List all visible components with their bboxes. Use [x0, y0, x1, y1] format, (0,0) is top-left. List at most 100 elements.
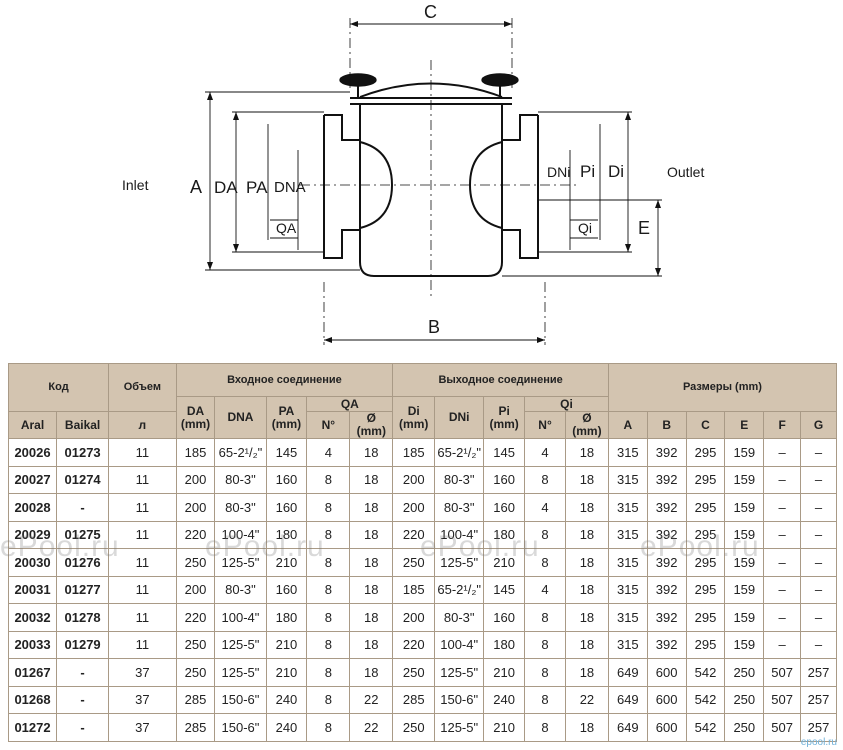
table-cell: 11	[108, 520, 177, 549]
table-cell: 285	[392, 685, 436, 714]
table-cell: 8	[524, 685, 566, 714]
table-cell: 8	[524, 630, 566, 659]
table-cell: 01276	[56, 548, 110, 577]
table-cell: 125-5"	[434, 713, 485, 742]
table-cell: 200	[392, 465, 436, 494]
table-cell: 80-3"	[434, 603, 485, 632]
table-cell: 315	[607, 493, 648, 522]
table-cell: 315	[607, 548, 648, 577]
table-cell: –	[763, 438, 801, 467]
label-pi: Pi	[580, 162, 595, 181]
table-cell: –	[800, 603, 837, 632]
table-cell: 250	[392, 658, 436, 687]
header-di: Di (mm)	[392, 396, 436, 439]
table-cell: 159	[724, 603, 765, 632]
label-a: A	[190, 177, 202, 197]
table-cell: 18	[349, 658, 394, 687]
table-cell: 185	[392, 438, 436, 467]
label-di: Di	[608, 162, 624, 181]
table-cell: 80-3"	[434, 493, 485, 522]
table-cell: 600	[646, 685, 687, 714]
table-cell: 01267	[7, 658, 58, 687]
header-qa-d: Ø (mm)	[349, 411, 394, 439]
table-cell: 18	[564, 493, 609, 522]
table-cell: 37	[108, 713, 177, 742]
table-cell: 180	[265, 520, 308, 549]
table-cell: 18	[564, 603, 609, 632]
table-cell: 315	[607, 603, 648, 632]
table-cell: 159	[724, 465, 765, 494]
table-cell: 210	[265, 630, 308, 659]
table-cell: 295	[685, 465, 726, 494]
table-cell: 180	[265, 603, 308, 632]
table-cell: 240	[265, 685, 308, 714]
label-qa: QA	[276, 220, 297, 236]
table-cell: 392	[646, 493, 687, 522]
table-cell: 240	[265, 713, 308, 742]
table-cell: 257	[800, 713, 837, 742]
table-cell: 507	[763, 713, 801, 742]
table-cell: 8	[306, 548, 351, 577]
table-cell: 65-2¹/₂"	[214, 438, 267, 467]
table-cell: –	[800, 575, 837, 604]
table-cell: 11	[108, 493, 177, 522]
table-cell: 18	[564, 548, 609, 577]
table-cell: 8	[306, 685, 351, 714]
table-cell: 159	[724, 438, 765, 467]
table-cell: 18	[564, 630, 609, 659]
table-cell: 22	[349, 713, 394, 742]
table-cell: 250	[175, 658, 216, 687]
table-cell: 160	[265, 465, 308, 494]
table-cell: 295	[685, 575, 726, 604]
table-cell: 285	[175, 713, 216, 742]
table-cell: 210	[265, 548, 308, 577]
table-cell: 250	[724, 658, 765, 687]
table-cell: 125-5"	[434, 548, 485, 577]
filter-technical-drawing: C B A DA PA DNA QA DNi Pi Di Qi E Inlet …	[122, 2, 704, 345]
table-cell: 22	[349, 685, 394, 714]
table-cell: 01277	[56, 575, 110, 604]
header-f: F	[763, 411, 801, 439]
table-cell: 20032	[7, 603, 58, 632]
table-cell: 18	[349, 493, 394, 522]
header-baikal: Baikal	[56, 411, 110, 439]
table-cell: 250	[724, 713, 765, 742]
table-cell: -	[56, 658, 110, 687]
table-cell: 145	[483, 575, 526, 604]
table-cell: 20029	[7, 520, 58, 549]
table-cell: 65-2¹/₂"	[434, 438, 485, 467]
table-cell: 220	[175, 603, 216, 632]
table-cell: 100-4"	[434, 520, 485, 549]
table-cell: 01274	[56, 465, 110, 494]
table-cell: -	[56, 685, 110, 714]
table-cell: 18	[564, 713, 609, 742]
table-cell: 250	[392, 548, 436, 577]
table-cell: 600	[646, 713, 687, 742]
header-c: C	[685, 411, 726, 439]
table-cell: 8	[524, 603, 566, 632]
table-cell: 18	[349, 575, 394, 604]
header-qi: Qi	[524, 396, 609, 412]
table-cell: 600	[646, 658, 687, 687]
table-cell: 392	[646, 520, 687, 549]
table-cell: 8	[524, 548, 566, 577]
table-cell: 20030	[7, 548, 58, 577]
table-cell: 18	[349, 438, 394, 467]
label-inlet: Inlet	[122, 177, 149, 193]
table-cell: 315	[607, 438, 648, 467]
table-cell: 542	[685, 685, 726, 714]
header-qa: QA	[306, 396, 394, 412]
table-cell: 159	[724, 520, 765, 549]
table-cell: 250	[175, 630, 216, 659]
table-cell: -	[56, 493, 110, 522]
table-cell: 392	[646, 465, 687, 494]
table-cell: 159	[724, 575, 765, 604]
table-cell: 392	[646, 575, 687, 604]
table-cell: 315	[607, 630, 648, 659]
table-cell: –	[763, 575, 801, 604]
